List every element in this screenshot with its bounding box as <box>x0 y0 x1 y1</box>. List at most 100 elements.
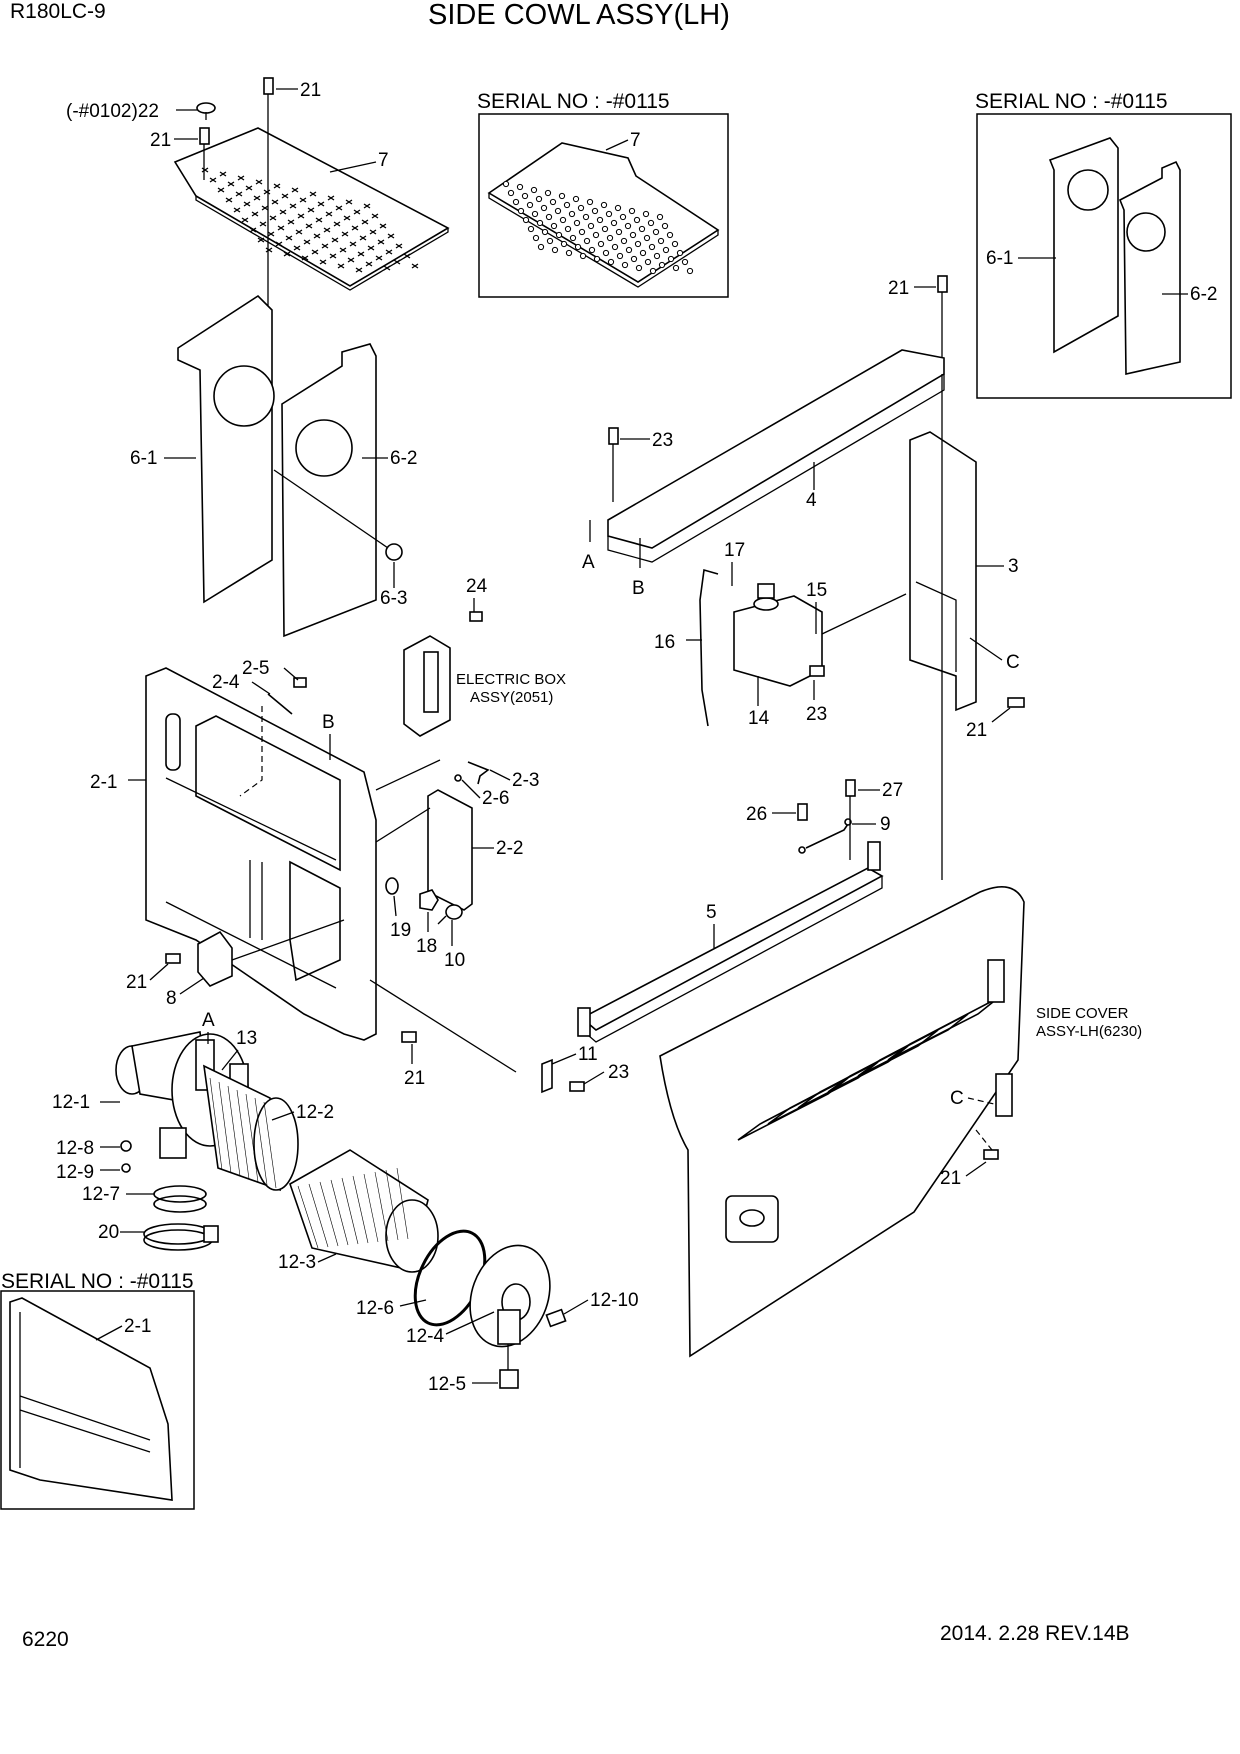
callout-12-6: 12-6 <box>356 1298 394 1319</box>
callout-21-top: 21 <box>300 80 321 101</box>
callout-23-top: 23 <box>652 430 673 451</box>
inset-serial-1: SERIAL NO : -#0115 <box>477 90 670 113</box>
bolt-2-5 <box>293 677 307 688</box>
callout-12-7: 12-7 <box>82 1184 120 1205</box>
callout-2-5: 2-5 <box>242 658 269 679</box>
model-label: R180LC-9 <box>10 0 106 23</box>
callout-17: 17 <box>724 540 745 561</box>
inset-plates-6 <box>976 113 1232 399</box>
frame-part-4 <box>607 349 945 563</box>
callout-14: 14 <box>748 708 770 729</box>
top-plate-part-7 <box>173 127 450 291</box>
bolt-21-cover <box>983 1149 999 1160</box>
bolt-21-8 <box>165 953 181 964</box>
inset-plate-7 <box>478 113 729 298</box>
bolt-21-bottom <box>401 1031 417 1043</box>
bolt-21-left <box>199 127 210 180</box>
electric-box-label-1: ELECTRIC BOX <box>456 671 566 688</box>
bolt-23-11 <box>569 1081 585 1092</box>
callout-26: 26 <box>746 804 767 825</box>
cover-12-4 <box>469 1244 551 1348</box>
callout-7: 7 <box>378 150 389 171</box>
revision-date: 2014. 2.28 REV.14B <box>940 1622 1130 1645</box>
callout-12-5: 12-5 <box>428 1374 466 1395</box>
callout-16: 16 <box>654 632 675 653</box>
bracket-2-4 <box>267 693 293 715</box>
support-part-3 <box>909 431 977 712</box>
callout-21-right: 21 <box>966 720 987 741</box>
callout-5: 5 <box>706 902 717 923</box>
panel-part-2-1 <box>145 667 377 1041</box>
bolt-23-tank <box>809 665 825 677</box>
callout-19: 19 <box>390 920 411 941</box>
inset-serial-3: SERIAL NO : -#0115 <box>1 1270 194 1293</box>
cap-22 <box>196 102 216 120</box>
callout-21-frame: 21 <box>888 278 909 299</box>
bolt-24 <box>469 611 483 622</box>
callout-21-left: 21 <box>150 130 171 151</box>
callout-2-1: 2-1 <box>90 772 117 793</box>
inset-callout-6-2: 6-2 <box>1190 284 1217 305</box>
inset-panel-2-1 <box>0 1290 195 1510</box>
callout-3: 3 <box>1008 556 1019 577</box>
callout-4: 4 <box>806 490 817 511</box>
callout-A-frame: A <box>582 552 595 573</box>
grommet-6-3 <box>273 469 403 561</box>
plate-6-2 <box>281 343 377 638</box>
side-cover-label-1: SIDE COVER <box>1036 1005 1129 1022</box>
callout-12-1: 12-1 <box>52 1092 90 1113</box>
callout-A: A <box>202 1010 215 1031</box>
washer-2-6 <box>454 774 462 782</box>
bolt-21-right <box>1007 697 1025 708</box>
bolt-10 <box>437 904 463 925</box>
callout-27: 27 <box>882 780 903 801</box>
callout-2-6: 2-6 <box>482 788 509 809</box>
bolt-27 <box>845 779 856 860</box>
callout-6-2: 6-2 <box>390 448 417 469</box>
callout-22: (-#0102)22 <box>66 101 159 122</box>
hose-16 <box>699 568 719 727</box>
callout-2-3: 2-3 <box>512 770 539 791</box>
callout-21-8: 21 <box>126 972 147 993</box>
inset-callout-6-1: 6-1 <box>986 248 1013 269</box>
bar-part-5 <box>577 841 884 1043</box>
callout-6-1: 6-1 <box>130 448 157 469</box>
nut-12-8 <box>120 1140 132 1152</box>
callout-21-cover: 21 <box>940 1168 961 1189</box>
callout-B-left: B <box>322 712 335 733</box>
clamp-12-7 <box>153 1185 207 1213</box>
callout-13: 13 <box>236 1028 257 1049</box>
inset-plate-7-drawing <box>487 142 720 288</box>
callout-8: 8 <box>166 988 177 1009</box>
callout-18: 18 <box>416 936 437 957</box>
inset-plate-6-2 <box>1118 160 1181 375</box>
page-number: 6220 <box>22 1628 69 1651</box>
electric-box-label-2: ASSY(2051) <box>470 689 553 706</box>
callout-21-bottom: 21 <box>404 1068 425 1089</box>
inset-callout-2-1: 2-1 <box>124 1316 151 1337</box>
bolt-21-top <box>263 77 274 330</box>
callout-15: 15 <box>806 580 827 601</box>
callout-10: 10 <box>444 950 465 971</box>
nut-18 <box>419 889 439 911</box>
callout-B-frame: B <box>632 578 645 599</box>
electric-box <box>403 635 451 737</box>
callout-6-3: 6-3 <box>380 588 407 609</box>
callout-9: 9 <box>880 814 891 835</box>
callout-12-9: 12-9 <box>56 1162 94 1183</box>
callout-23-11: 23 <box>608 1062 629 1083</box>
callout-12-4: 12-4 <box>406 1326 444 1347</box>
bolt-23-frame <box>608 427 619 502</box>
callout-11: 11 <box>578 1044 598 1065</box>
filter-12-2 <box>203 1064 299 1192</box>
wing-bolt-2-3 <box>467 761 490 785</box>
valve-12-10 <box>545 1308 567 1328</box>
side-cover <box>659 886 1025 1358</box>
callout-24: 24 <box>466 576 488 597</box>
callout-12-3: 12-3 <box>278 1252 316 1273</box>
inset-panel-2-1-drawing <box>9 1297 173 1501</box>
callout-2-4: 2-4 <box>212 672 240 693</box>
callout-23-tank: 23 <box>806 704 827 725</box>
side-cover-label-2: ASSY-LH(6230) <box>1036 1023 1142 1040</box>
inset-callout-7: 7 <box>630 130 641 151</box>
